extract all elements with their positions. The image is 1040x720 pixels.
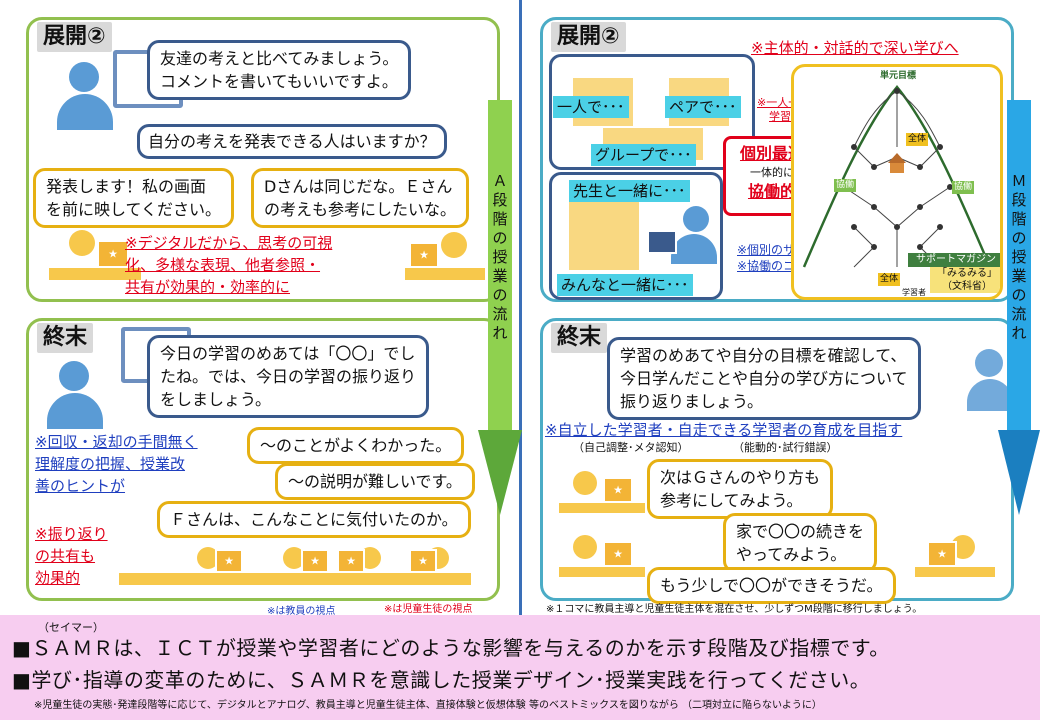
center-divider [519,0,522,615]
legend-teacher: ※は教員の視点 [267,606,336,617]
caption-line-1: ■ＳＡＭＲは、ＩＣＴが授業や学習者にどのような影響を与えるのかを示す段階及び指標… [12,636,890,660]
magazine-name: 「みるみる」 （文科省） [930,267,1000,293]
teacher-body [57,94,113,130]
student-bubble-almost: もう少しで〇〇ができそうだ。 [647,567,896,604]
caption-line-2: ■学び･指導の変革のために、ＳＡＭＲを意識した授業デザイン･授業実践を行ってくだ… [12,668,871,692]
r-student-1-desk [559,503,645,513]
student-a-head [69,230,95,256]
student-bubble-difficult: ～の説明が難しいです。 [275,463,475,500]
r-student-3-desk [915,567,995,577]
teacher-question-bubble: 自分の考えを発表できる人はいますか？ [137,124,447,159]
teacher-head [69,62,99,92]
student-a-laptop [97,240,129,268]
student-a-desk [49,268,141,280]
student-a-bubble: 発表します！私の画面 を前に映してください。 [33,168,235,228]
teacher-bubble-compare: 友達の考えと比べてみましょう。 コメントを書いてもいいですよ。 [147,40,412,100]
left-tenkai-note: ※デジタルだから、思考の可視 化、多様な表現、他者参照・ 共有が効果的・効率的に [125,234,333,296]
student-b-bubble: Dさんは同じだな。Ｅさん の考えも参考にしたいな。 [251,168,470,228]
teacher-head-3 [975,349,1003,377]
student-bubble-home: 家で〇〇の続きを やってみよう。 [723,513,878,573]
left-shumatsu-title: 終末 [37,323,94,353]
student-2-laptop [301,549,329,573]
r-student-2-head [573,535,597,559]
support-teacher-body [671,234,717,264]
right-tenkai-panel: 展開② ※主体的・対話的で深い学びへ 一人で･･･ ペアで･･･ グループで･･… [540,17,1014,302]
label-pair: ペアで･･･ [665,96,741,118]
diagram-learner: 学習者 [902,288,926,297]
right-tenkai-heading: ※主体的・対話的で深い学びへ [751,39,959,57]
student-2-head [283,547,305,569]
student-3-laptop [337,549,365,573]
sub-active: （能動的･試行錯誤） [733,441,838,454]
left-shumatsu-red-note: ※振り返り の共有も 効果的 [35,525,108,587]
diagram-kyodo-2: 協働 [952,181,975,194]
diagram-all-1: 全体 [906,133,929,146]
diagram-all-2: 全体 [878,273,901,286]
student-b-laptop [409,242,439,268]
sub-self-regulation: （自己調整･メタ認知） [573,441,689,454]
right-footnote: ※１コマに教員主導と児童生徒主体を混在させ、少しずつM段階に移行しましょう。 [546,604,923,615]
teacher-body-3 [967,379,1013,411]
diagram-goal: 単元目標 [880,71,917,81]
left-shumatsu-blue-note: ※回収・返却の手間無く 理解度の把握、授業改 善のヒントが [35,433,198,495]
student-bubble-next: 次はＧさんのやり方も 参考にしてみよう。 [647,459,834,519]
learning-diagram: 単元目標 全体 協働 協働 全体 学習者 サポートマガジン 「みるみる」 （文科… [791,64,1003,300]
teacher-body-2 [47,393,103,429]
left-tenkai-title: 展開② [37,22,112,52]
right-shumatsu-note: ※自立した学習者・自走できる学習者の育成を目指す [545,421,903,439]
caption-line-3: ※児童生徒の実態･発達段階等に応じて、デジタルとアナログ、教員主導と児童生徒主体… [34,700,822,711]
label-with-teacher: 先生と一緒に･･･ [569,180,690,202]
student-bubble-understood: ～のことがよくわかった。 [247,427,465,464]
student-1-laptop [215,549,243,573]
legend-student: ※は児童生徒の視点 [384,604,473,615]
magazine-label: サポートマガジン [908,253,1000,267]
left-flow-arrow [478,100,522,515]
collab-group-box [549,54,755,170]
student-bubble-noticed: Ｆさんは、こんなことに気付いたのか。 [157,501,471,538]
r-student-2-desk [559,567,645,577]
diagram-kyodo-1: 協働 [834,179,857,192]
student-4-laptop [409,549,437,573]
right-tenkai-title: 展開② [551,22,626,52]
right-shumatsu-panel: 終末 学習のめあてや自分の目標を確認して、 今日学んだことや自分の学び方について… [540,318,1014,604]
right-flow-arrow [998,100,1040,515]
left-shumatsu-panel: 終末 今日の学習のめあては「〇〇」でし たね。では、今日の学習の振り返り をしま… [26,318,500,617]
label-everyone: みんなと一緒に･･･ [557,274,693,296]
r-student-3-laptop [927,541,957,567]
label-alone: 一人で･･･ [553,96,629,118]
right-shumatsu-title: 終末 [551,323,608,353]
caption-ruby: （セイマー） [38,621,104,634]
student-b-head [441,232,467,258]
teacher-goal-bubble: 学習のめあてや自分の目標を確認して、 今日学んだことや自分の学び方について 振り… [607,337,921,420]
caption-band: （セイマー） ■ＳＡＭＲは、ＩＣＴが授業や学習者にどのような影響を与えるのかを示… [0,615,1040,720]
support-teacher-head [683,206,709,232]
teacher-reflection-bubble: 今日の学習のめあては「〇〇」でし たね。では、今日の学習の振り返り をしましょう… [147,335,430,418]
student-row-desk [119,573,471,585]
teacher-box-desk [569,200,639,270]
r-student-1-head [573,471,597,495]
r-student-1-laptop [603,477,633,503]
tablet-icon [647,230,677,254]
left-arrow-label: Ａ 段 階 の 授 業 の 流 れ [492,172,508,342]
label-group: グループで･･･ [591,144,696,166]
left-tenkai-panel: 展開② 友達の考えと比べてみましょう。 コメントを書いてもいいですよ。 自分の考… [26,17,500,302]
student-1-head [197,547,219,569]
teacher-support-box [549,172,723,300]
r-student-2-laptop [603,541,633,567]
right-arrow-label: Ｍ 段 階 の 授 業 の 流 れ [1011,172,1027,342]
teacher-head-2 [59,361,89,391]
student-b-desk [405,268,485,280]
